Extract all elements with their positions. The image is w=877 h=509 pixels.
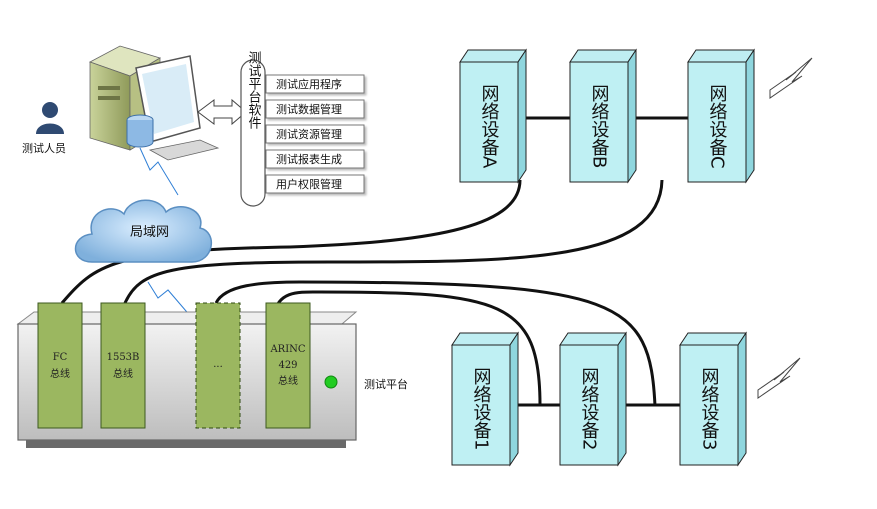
- lightning-cloud-platform: [147, 281, 193, 319]
- test-platform-software: 测试平台软件 测试应用程序 测试数据管理 测试资源管理 测试报表生成 用户权限管…: [240, 51, 365, 207]
- function-item-test-resource: 测试资源管理: [276, 127, 342, 141]
- function-item-test-app: 测试应用程序: [276, 77, 342, 91]
- network-device-c: 网络设备C: [687, 48, 755, 184]
- cable-fc-to-device-a: [60, 179, 522, 304]
- status-led: [324, 375, 338, 389]
- svg-text:1553B: 1553B: [107, 352, 140, 363]
- svg-text:FC: FC: [53, 352, 68, 363]
- cable-arinc-to-device-1: [272, 290, 542, 406]
- cable-1553b-to-device-c: [123, 179, 664, 304]
- user-body-icon: [36, 123, 64, 134]
- function-item-test-data: 测试数据管理: [276, 102, 342, 116]
- device-c-label: 网络设备C: [707, 84, 728, 169]
- cable-card-to-device-3: [214, 280, 657, 407]
- device-a-label: 网络设备A: [479, 84, 500, 169]
- software-function-list: 测试应用程序 测试数据管理 测试资源管理 测试报表生成 用户权限管理: [265, 74, 365, 194]
- devices-bottom: 网络设备1 网络设备2 网络设备3: [451, 331, 801, 467]
- devices-top: 网络设备A 网络设备B 网络设备C: [459, 48, 813, 184]
- card-more: ···: [195, 302, 241, 429]
- network-device-2: 网络设备2: [559, 331, 627, 467]
- network-device-a: 网络设备A: [459, 48, 527, 184]
- device-1-label: 网络设备1: [471, 367, 492, 450]
- user-label: 测试人员: [22, 142, 66, 155]
- lan-label: 局域网: [130, 225, 169, 240]
- platform-label: 测试平台: [364, 377, 408, 391]
- network-device-3: 网络设备3: [679, 331, 747, 467]
- function-item-test-report: 测试报表生成: [276, 152, 342, 166]
- card-arinc429: ARINC 429 总线: [265, 302, 311, 429]
- user-head-icon: [42, 102, 58, 118]
- svg-text:···: ···: [213, 362, 223, 373]
- cloud-icon: [74, 199, 213, 263]
- card-fc: FC 总线: [37, 302, 83, 429]
- lightning-computer-cloud: [139, 147, 179, 196]
- svg-text:总线: 总线: [113, 367, 133, 380]
- device-b-label: 网络设备B: [589, 84, 610, 168]
- double-arrow-icon: [197, 98, 247, 126]
- wireless-icon-top: [769, 57, 813, 99]
- software-title: 测试平台软件: [246, 51, 262, 129]
- bus-cards: FC 总线 1553B 总线 ··· ARINC 429 总线: [37, 302, 311, 429]
- tester-user: 测试人员: [22, 102, 66, 155]
- svg-text:总线: 总线: [50, 367, 70, 380]
- wireless-icon-bottom: [757, 357, 801, 399]
- svg-text:429: 429: [278, 360, 297, 371]
- lan-cloud: 局域网: [74, 199, 213, 263]
- svg-text:总线: 总线: [278, 374, 298, 387]
- card-1553b: 1553B 总线: [100, 302, 146, 429]
- wireless-links: [139, 147, 193, 319]
- network-device-1: 网络设备1: [451, 331, 519, 467]
- network-device-b: 网络设备B: [569, 48, 637, 184]
- device-2-label: 网络设备2: [579, 367, 600, 450]
- svg-text:ARINC: ARINC: [269, 344, 305, 355]
- computer-icon: [89, 45, 220, 161]
- device-3-label: 网络设备3: [699, 367, 720, 450]
- function-item-user-permission: 用户权限管理: [276, 177, 342, 191]
